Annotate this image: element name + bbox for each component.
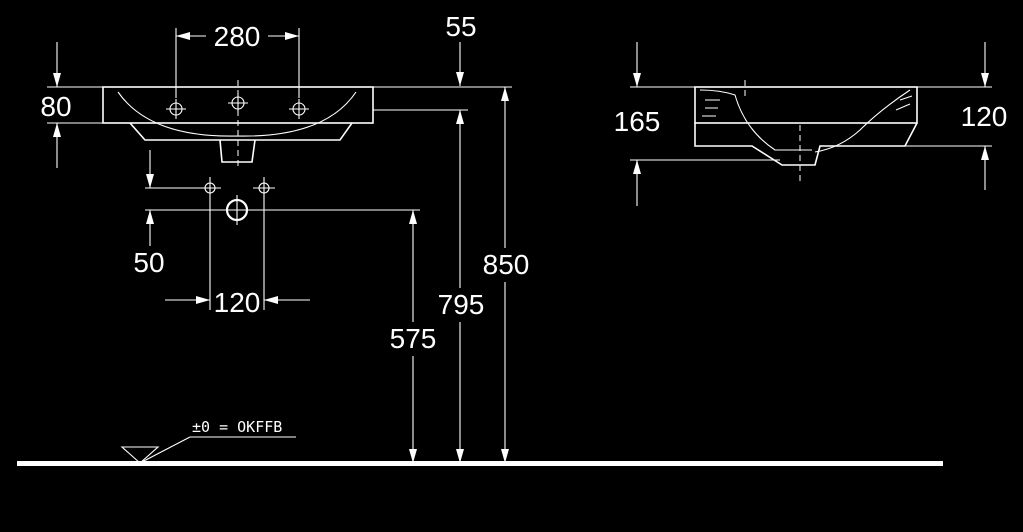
dim-850-label: 850 (483, 249, 530, 280)
dim-165: 165 (614, 42, 780, 206)
basin-side-view (694, 80, 918, 182)
dim-50-label: 50 (133, 247, 164, 278)
valve-layout (145, 177, 420, 310)
dim-280-label: 280 (214, 21, 261, 52)
drain-outlet (222, 195, 252, 225)
dim-575-label: 575 (390, 323, 437, 354)
dim-80-label: 80 (40, 91, 71, 122)
floor-level-label: ±0 = OKFFB (192, 418, 282, 436)
dim-50: 50 (133, 150, 165, 278)
dim-575: 575 (384, 210, 444, 463)
tap-hole-left (166, 99, 186, 119)
dim-280: 280 (175, 21, 300, 98)
dim-55: 55 (445, 11, 477, 86)
floor-line (17, 461, 943, 466)
tap-hole-right (289, 99, 309, 119)
valve-left (199, 177, 221, 199)
valve-right (253, 177, 275, 199)
basin-front-view (102, 80, 374, 170)
dim-120-side-label: 120 (961, 101, 1008, 132)
dim-795: 795 (431, 110, 491, 463)
dim-120-valves-label: 120 (214, 287, 261, 318)
dim-795-label: 795 (438, 289, 485, 320)
dim-120-valves: 120 (165, 287, 310, 318)
dim-120-side: 120 (820, 42, 1007, 190)
dim-80: 80 (40, 42, 103, 168)
dim-165-label: 165 (614, 106, 661, 137)
dim-850: 850 (476, 87, 536, 463)
dim-55-label: 55 (445, 11, 476, 42)
floor-level-marker: ±0 = OKFFB (120, 418, 296, 464)
